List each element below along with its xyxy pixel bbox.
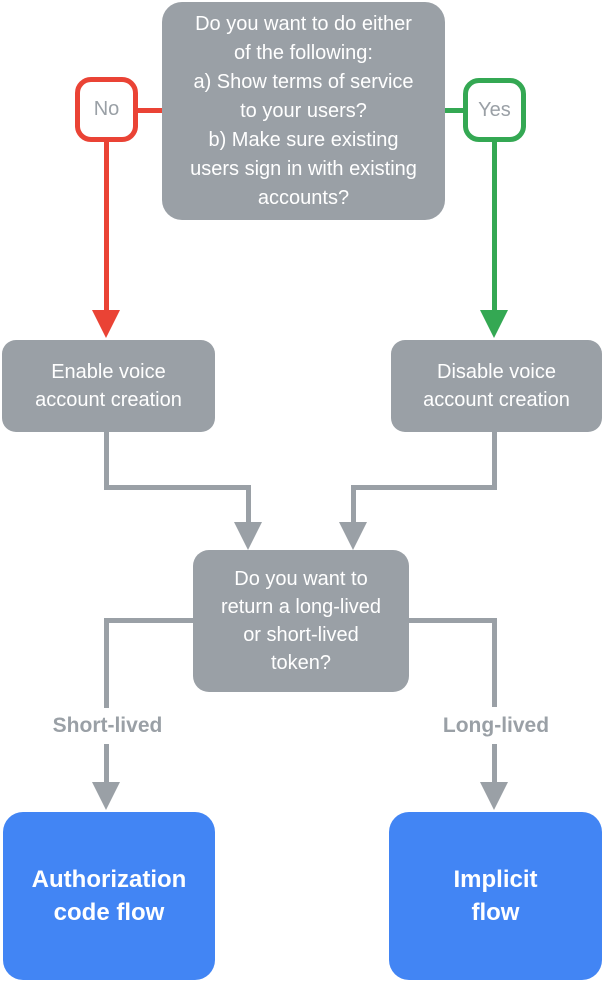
no-arrow-down-icon xyxy=(92,310,120,338)
no-edge-vertical-line xyxy=(104,139,109,312)
edge-label-long-lived-text: Long-lived xyxy=(442,713,550,737)
enable-arrow-down-icon xyxy=(234,522,262,550)
node-disable-voice-account-creation: Disable voice account creation xyxy=(391,340,602,432)
node-question-terms-of-service: Do you want to do either of the followin… xyxy=(162,2,445,220)
short-lived-edge-vertical-line xyxy=(104,618,109,784)
disable-edge-vertical-line-1 xyxy=(492,430,497,490)
long-lived-edge-vertical-line xyxy=(492,618,497,784)
yes-edge-horizontal-line xyxy=(442,108,466,113)
no-edge-horizontal-line xyxy=(136,108,164,113)
long-lived-arrow-down-icon xyxy=(480,782,508,810)
enable-edge-horizontal-line xyxy=(104,485,251,490)
node-enable-voice-account-creation-text: Enable voice account creation xyxy=(35,361,182,411)
node-authorization-code-flow: Authorization code flow xyxy=(3,812,215,980)
disable-edge-vertical-line-2 xyxy=(351,485,356,525)
edge-label-no-text: No xyxy=(93,98,120,120)
disable-arrow-down-icon xyxy=(339,522,367,550)
node-question-token-lifetime-text: Do you want to return a long-lived or sh… xyxy=(220,568,382,674)
node-implicit-flow: Implicit flow xyxy=(389,812,602,980)
yes-arrow-down-icon xyxy=(480,310,508,338)
node-question-terms-of-service-text: Do you want to do either of the followin… xyxy=(190,12,417,209)
node-question-token-lifetime: Do you want to return a long-lived or sh… xyxy=(193,550,409,692)
enable-edge-vertical-line-2 xyxy=(246,485,251,525)
node-implicit-flow-text: Implicit flow xyxy=(453,866,538,926)
yes-edge-vertical-line xyxy=(492,139,497,312)
disable-edge-horizontal-line xyxy=(351,485,497,490)
node-authorization-code-flow-text: Authorization code flow xyxy=(31,866,187,926)
edge-label-yes: Yes xyxy=(463,78,526,142)
edge-label-no: No xyxy=(75,77,138,142)
node-enable-voice-account-creation: Enable voice account creation xyxy=(2,340,215,432)
short-lived-edge-horizontal-line xyxy=(104,618,195,623)
edge-label-short-lived-text: Short-lived xyxy=(52,714,163,737)
long-lived-edge-horizontal-line xyxy=(408,618,497,623)
edge-label-yes-text: Yes xyxy=(478,98,511,121)
enable-edge-vertical-line-1 xyxy=(104,430,109,490)
edge-label-long-lived: Long-lived xyxy=(412,707,580,744)
edge-label-short-lived: Short-lived xyxy=(23,708,192,744)
node-disable-voice-account-creation-text: Disable voice account creation xyxy=(423,361,570,411)
short-lived-arrow-down-icon xyxy=(92,782,120,810)
